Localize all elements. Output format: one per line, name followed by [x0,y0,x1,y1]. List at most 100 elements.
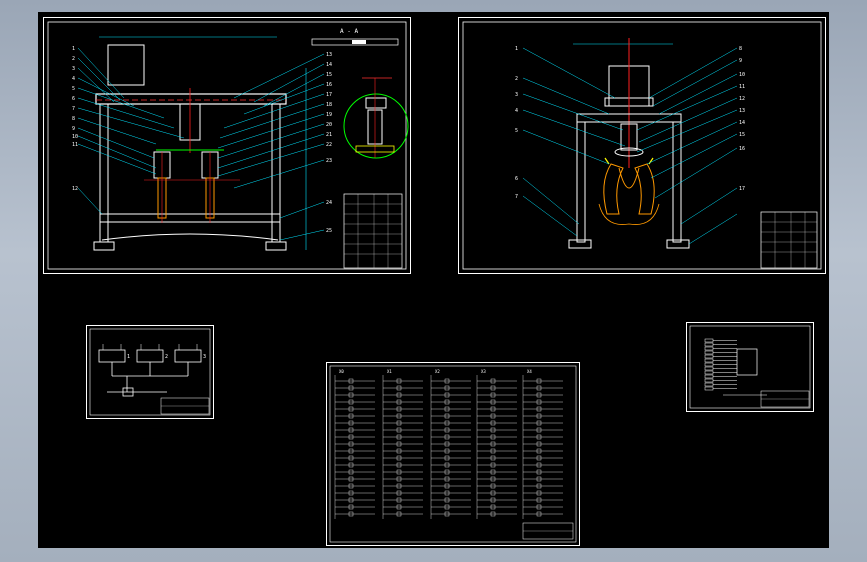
callout-label: 24 [326,200,332,206]
io-terminal [704,374,714,379]
ladder-contact [536,497,542,503]
callout-label: 7 [72,106,75,112]
ladder-contact [396,462,402,468]
callout-label: 16 [326,82,332,88]
ladder-contact [490,455,496,461]
ladder-contact [490,406,496,412]
callout-label: 15 [326,72,332,78]
ladder-contact [536,413,542,419]
ladder-contact [396,476,402,482]
ladder-contact [396,448,402,454]
ladder-contact [348,462,354,468]
sheet-io-wiring[interactable] [686,322,814,412]
ladder-contact [348,399,354,405]
ladder-contact [536,399,542,405]
io-wiring-drawing [689,325,811,409]
ladder-contact [396,490,402,496]
ladder-contact [444,406,450,412]
ladder-contact [490,427,496,433]
ladder-contact [536,455,542,461]
ladder-contact [490,490,496,496]
callout-label: 9 [739,58,742,64]
ladder-contact [536,434,542,440]
ladder-header: X3 [481,369,486,374]
ladder-contact [444,455,450,461]
ladder-contact [348,455,354,461]
ladder-contact [444,462,450,468]
callout-label: 4 [515,108,518,114]
ladder-contact [444,448,450,454]
callout-label: 10 [739,72,745,78]
ladder-contact [396,392,402,398]
ladder-contact [444,399,450,405]
ladder-contact [444,490,450,496]
callout-label: 17 [326,92,332,98]
ladder-contact [396,469,402,475]
callout-label: 25 [326,228,332,234]
callout-label: 12 [739,96,745,102]
ladder-contact [348,385,354,391]
ladder-header: X1 [387,369,392,374]
io-terminal [704,354,714,359]
callout-label: 1 [515,46,518,52]
ladder-contact [536,476,542,482]
ladder-contact [536,511,542,517]
ladder-contact [348,413,354,419]
ladder-contact [396,427,402,433]
valve-label: 1 [127,354,130,360]
ladder-contact [490,413,496,419]
ladder-contact [536,406,542,412]
ladder-contact [490,462,496,468]
ladder-contact [444,483,450,489]
ladder-contact [490,476,496,482]
ladder-contact [348,420,354,426]
ladder-contact [490,483,496,489]
ladder-contact [396,399,402,405]
io-terminal [704,338,714,343]
ladder-contact [348,406,354,412]
ladder-contact [444,504,450,510]
callout-label: 7 [515,194,518,200]
callout-label: 22 [326,142,332,148]
valve-label: 2 [165,354,168,360]
ladder-contact [490,385,496,391]
ladder-contact [490,441,496,447]
ladder-contact [536,483,542,489]
ladder-contact [490,469,496,475]
ladder-contact [348,427,354,433]
callout-label: 13 [739,108,745,114]
ladder-contact [348,504,354,510]
ladder-contact [396,385,402,391]
callout-label: 23 [326,158,332,164]
ladder-contact [490,504,496,510]
ladder-contact [444,497,450,503]
io-terminal [704,358,714,363]
callout-label: 5 [72,86,75,92]
io-terminal [704,382,714,387]
callout-label: 5 [515,128,518,134]
callout-label: 4 [72,76,75,82]
ladder-contact [490,511,496,517]
ladder-contact [396,504,402,510]
ladder-contact [536,378,542,384]
ladder-contact [444,511,450,517]
callout-label: 6 [515,176,518,182]
ladder-header: X2 [435,369,440,374]
io-terminal [704,346,714,351]
ladder-contact [348,448,354,454]
ladder-contact [348,490,354,496]
ladder-contact [536,448,542,454]
ladder-contact [348,392,354,398]
ladder-contact [444,392,450,398]
ladder-contact [490,392,496,398]
ladder-contact [490,448,496,454]
ladder-contact [444,413,450,419]
